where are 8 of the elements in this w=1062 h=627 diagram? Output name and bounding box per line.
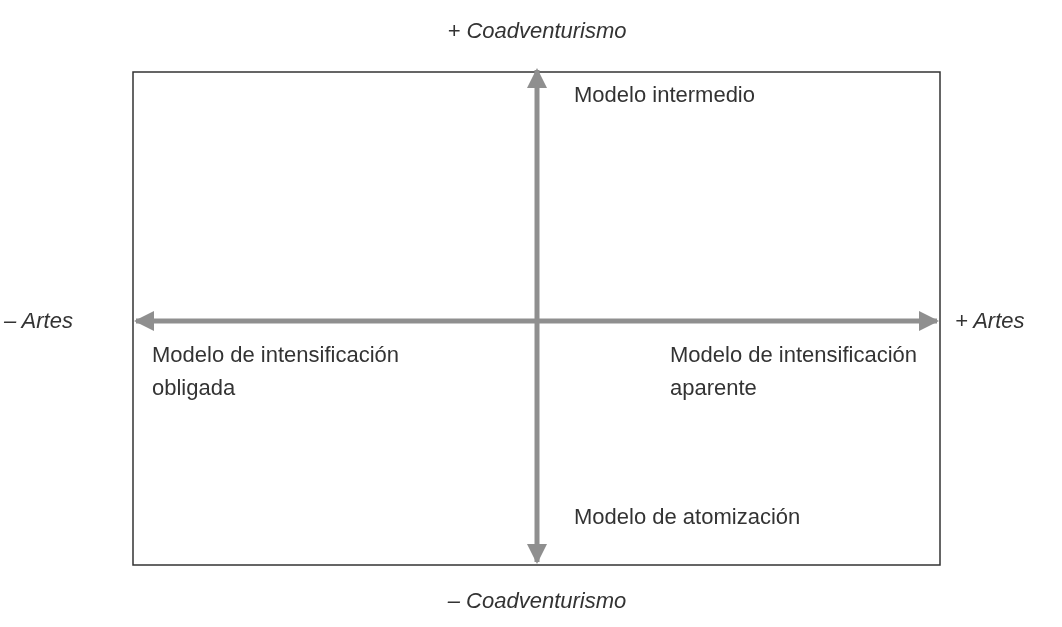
axis-label: – Coadventurismo: [446, 587, 628, 615]
quadrant-label: Modelo de intensificación obligada: [152, 341, 401, 402]
quadrant-label: Modelo intermedio: [574, 81, 755, 109]
axis-label: – Artes: [4, 307, 73, 335]
quadrant-label: Modelo de atomización: [574, 503, 801, 531]
axis-label: + Coadventurismo: [446, 17, 628, 45]
quadrant-label: Modelo de intensificación aparente: [670, 341, 919, 402]
axis-label: + Artes: [955, 307, 1025, 335]
